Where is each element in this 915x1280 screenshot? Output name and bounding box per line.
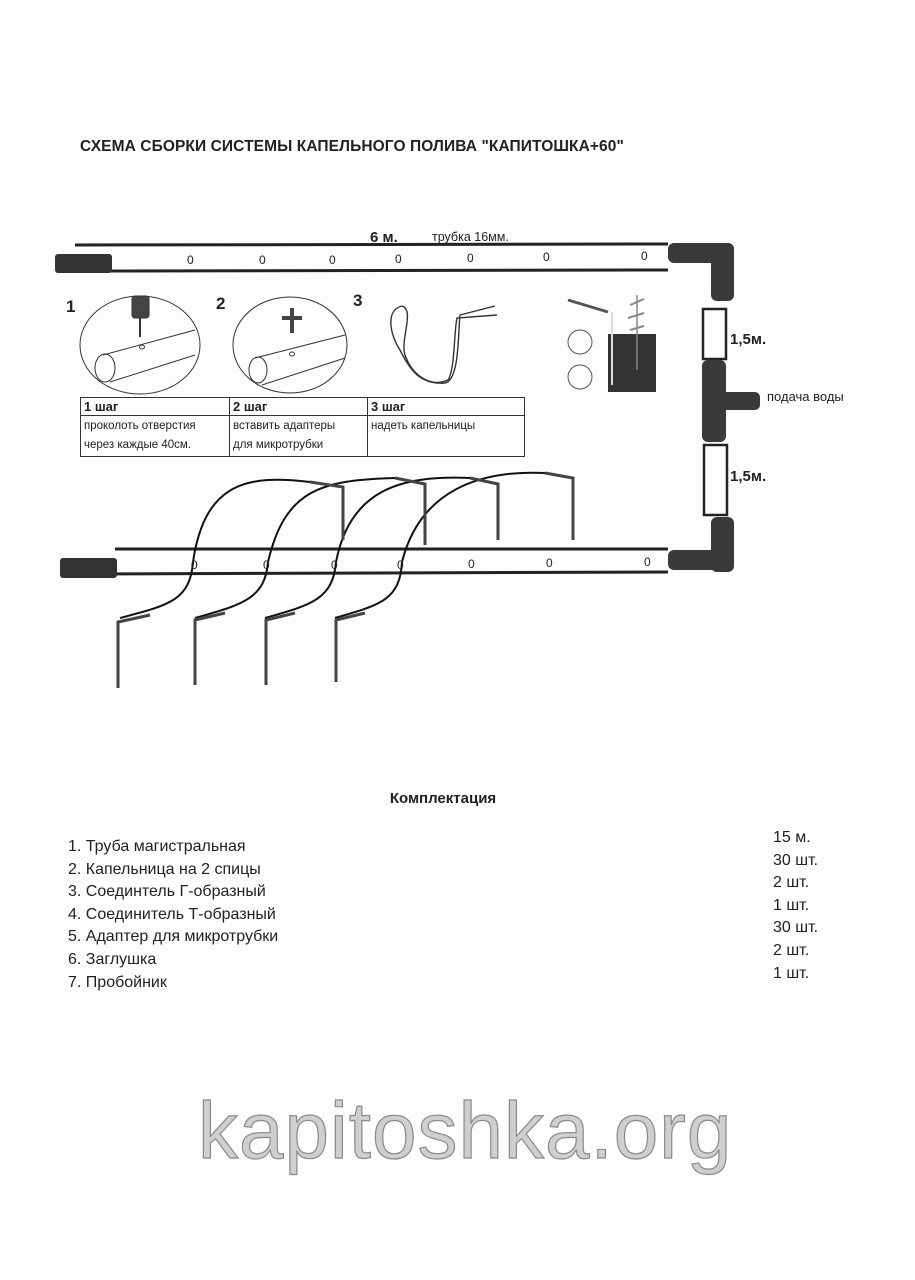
segment2-length: 1,5м.	[730, 468, 767, 485]
side-pipe-segment-2	[702, 443, 729, 517]
elbow-connector-top	[668, 243, 734, 301]
water-supply-label: подача воды	[767, 389, 844, 404]
kit-quantities-list: 15 м. 30 шт. 2 шт. 1 шт. 30 шт. 2 шт. 1 …	[773, 827, 818, 985]
kit-item: 7. Пробойник	[68, 973, 167, 991]
step3-dripper-illustration	[390, 305, 498, 384]
kit-item: 1. Труба магистральная	[68, 838, 246, 855]
step-number-2: 2	[216, 294, 226, 313]
kit-items-list: 1. Труба магистральная 2. Капельница на …	[68, 836, 278, 994]
top-main-pipe	[55, 242, 669, 273]
kit-qty: 15 м.	[773, 829, 811, 846]
plant-planting-illustration	[567, 295, 656, 392]
hole-marker: 0	[543, 250, 550, 264]
kit-item: 6. Заглушка	[68, 950, 157, 968]
step-header: 2 шаг	[229, 397, 368, 416]
hole-marker: 0	[331, 558, 338, 572]
kit-title: Комплектация	[389, 790, 497, 807]
step-number-3: 3	[353, 291, 363, 310]
drippers	[116, 471, 575, 688]
side-pipe-segment-1	[701, 307, 728, 361]
hole-marker: 0	[329, 253, 336, 267]
hole-marker: 0	[467, 251, 474, 265]
step-header: 3 шаг	[367, 397, 525, 416]
watermark: kapitoshka.org	[197, 1085, 733, 1175]
end-plug-bottom	[60, 558, 117, 578]
step-header: 1 шаг	[80, 397, 230, 416]
hole-marker: 0	[644, 555, 651, 569]
page-title: СХЕМА СБОРКИ СИСТЕМЫ КАПЕЛЬНОГО ПОЛИВА "…	[80, 138, 624, 155]
kit-qty: 1 шт.	[773, 896, 810, 914]
kit-qty: 30 шт.	[773, 851, 819, 869]
hole-marker: 0	[395, 252, 402, 266]
hole-marker: 0	[191, 558, 198, 572]
tube-label: трубка 16мм.	[432, 230, 509, 244]
step-number-1: 1	[66, 297, 76, 316]
kit-item: 3. Соединтель Г-образный	[68, 883, 266, 901]
end-plug-top	[55, 254, 112, 273]
kit-qty: 2 шт.	[773, 874, 810, 892]
tee-connector	[702, 360, 760, 442]
kit-item: 4. Соединитель Т-образный	[68, 905, 276, 923]
hole-marker: 0	[263, 558, 270, 572]
hole-marker: 0	[546, 556, 553, 570]
bottom-main-pipe	[60, 547, 669, 578]
hole-marker: 0	[641, 249, 648, 263]
hole-marker: 0	[468, 557, 475, 571]
step2-illustration	[232, 296, 348, 394]
kit-qty: 30 шт.	[773, 919, 819, 937]
hole-marker: 0	[259, 253, 266, 267]
segment1-length: 1,5м.	[730, 331, 767, 348]
step1-illustration	[79, 295, 201, 395]
kit-qty: 1 шт.	[773, 964, 810, 982]
kit-qty: 2 шт.	[773, 941, 810, 959]
hole-marker: 0	[397, 558, 404, 572]
top-pipe-length: 6 м.	[370, 229, 398, 246]
step-description: надеть капельницы	[367, 415, 525, 457]
hole-marker: 0	[187, 253, 194, 267]
drip-lines	[119, 471, 546, 619]
elbow-connector-bottom	[668, 517, 734, 572]
kit-item: 5. Адаптер для микротрубки	[68, 928, 279, 946]
kit-item: 2. Капельница на 2 спицы	[68, 860, 261, 878]
